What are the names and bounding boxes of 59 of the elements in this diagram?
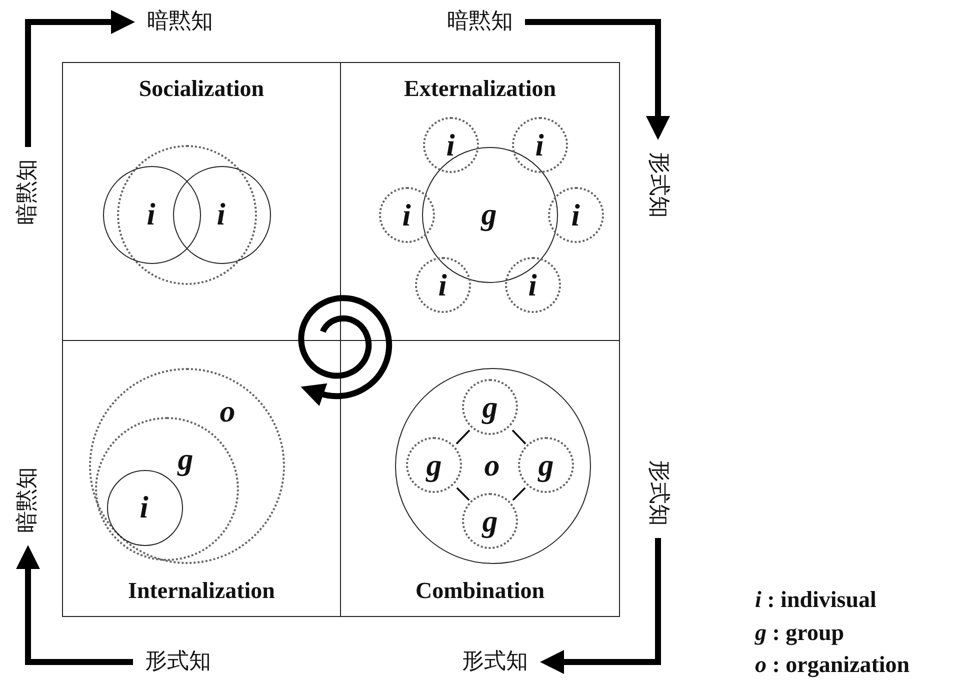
circle-letter: g (481, 198, 497, 230)
knowledge-label: 形式知 (462, 651, 528, 673)
circle (172, 166, 270, 264)
circle-letter: g (178, 443, 194, 474)
key-entry: o : organization (755, 653, 910, 676)
circle-letter: i (216, 198, 226, 230)
quadrant-title: Combination (415, 578, 545, 604)
circle-letter: i (446, 129, 455, 160)
dotted-circle (462, 493, 518, 549)
dotted-circle (414, 256, 470, 312)
dotted-circle (512, 116, 568, 172)
quadrant-box (340, 340, 620, 617)
connector-line (512, 430, 526, 444)
dotted-circle (462, 379, 518, 435)
dotted-circle (378, 186, 434, 242)
key-entry: i : indivisual (755, 588, 876, 611)
dotted-circle (406, 437, 462, 493)
key-entry: g : group (755, 621, 844, 644)
quadrant-title: Internalization (128, 578, 275, 604)
circle-letter: i (528, 269, 537, 300)
quadrant-box (62, 340, 341, 617)
arrow (540, 538, 661, 674)
dotted-circle (116, 144, 256, 284)
circle-letter: o (484, 450, 500, 480)
knowledge-label: 暗黙知 (17, 467, 39, 533)
connector-line (456, 487, 470, 501)
circle (394, 368, 590, 564)
circle-letter: i (535, 129, 544, 160)
circle (102, 166, 200, 264)
knowledge-label: 暗黙知 (147, 11, 213, 33)
circle-letter: g (538, 450, 554, 480)
knowledge-label: 形式知 (145, 651, 211, 673)
arrow (525, 19, 670, 140)
circle-letter: g (426, 450, 442, 480)
dotted-circle (422, 116, 478, 172)
connector-line (456, 430, 470, 444)
circle-letter: i (146, 198, 156, 230)
dotted-circle (88, 368, 284, 564)
circle-letter: i (571, 199, 580, 230)
circle-letter: o (220, 395, 236, 426)
dotted-circle (518, 437, 574, 493)
arrow (25, 10, 135, 147)
knowledge-label: 暗黙知 (447, 11, 513, 33)
knowledge-label: 形式知 (647, 152, 669, 218)
connector-line (512, 487, 526, 501)
quadrant-title: Externalization (404, 76, 556, 102)
circle-letter: g (482, 392, 498, 422)
dotted-circle (548, 186, 604, 242)
knowledge-label: 形式知 (647, 460, 669, 526)
circle-letter: i (438, 269, 447, 300)
circle-letter: g (482, 506, 498, 536)
quadrant-box (62, 62, 341, 341)
arrow (16, 545, 133, 665)
quadrant-box (340, 62, 620, 341)
circle-letter: i (140, 492, 148, 522)
quadrant-title: Socialization (138, 76, 264, 102)
knowledge-label: 暗黙知 (17, 159, 39, 225)
dotted-circle (504, 256, 560, 312)
circle-letter: i (402, 199, 411, 230)
